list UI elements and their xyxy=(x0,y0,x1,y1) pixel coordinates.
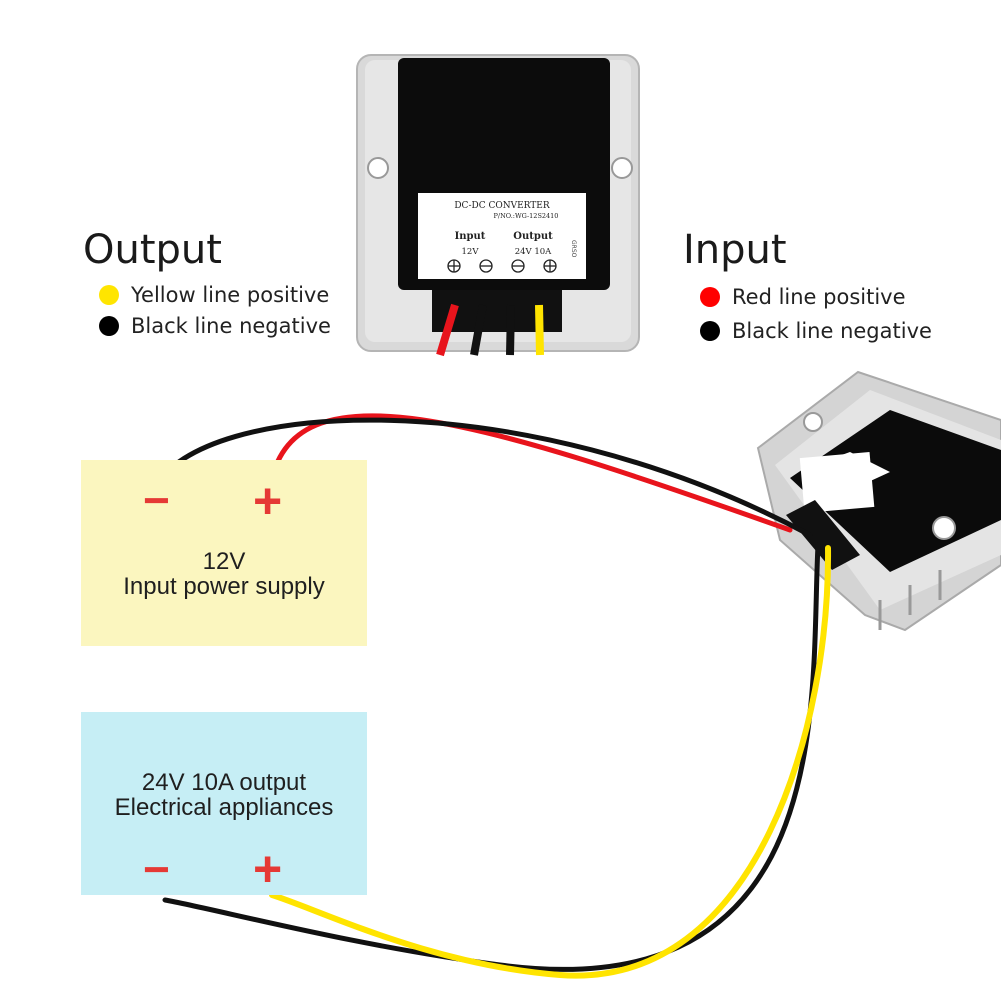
output-legend-label: Yellow line positive xyxy=(131,283,330,307)
red-dot-icon xyxy=(700,287,720,307)
label-input: Input xyxy=(455,231,486,242)
input-legend-item: Red line positive xyxy=(700,285,906,309)
input-legend-label: Red line positive xyxy=(732,285,906,309)
label-title: DC-DC CONVERTER xyxy=(454,201,550,211)
wires xyxy=(152,413,832,979)
label-output: Output xyxy=(513,231,553,242)
label-input-voltage: 12V xyxy=(462,247,480,257)
converter-label-sticker xyxy=(418,193,586,279)
yellow-dot-icon xyxy=(99,285,119,305)
right-connector xyxy=(786,500,860,570)
label-side-code: GRSO xyxy=(570,240,577,258)
top-converter: DC-DC CONVERTER P/NO.:WG-12S2410 Input 1… xyxy=(356,54,640,357)
input-supply-box: − + 12V Input power supply xyxy=(81,460,367,646)
output-appliances-box: 24V 10A output Electrical appliances − + xyxy=(81,712,367,897)
input-box-line1: 12V xyxy=(202,548,246,575)
input-legend-item: Black line negative xyxy=(700,319,932,343)
wire-black-input-negative xyxy=(152,417,813,538)
output-negative-sign: − xyxy=(143,843,170,895)
black-dot-icon xyxy=(700,321,720,341)
output-positive-sign: + xyxy=(253,841,283,897)
output-heading: Output xyxy=(83,227,222,273)
input-heading: Input xyxy=(683,227,787,273)
output-legend-item: Yellow line positive xyxy=(99,283,329,307)
output-box-line2: Electrical appliances xyxy=(114,794,334,821)
output-legend-label: Black line negative xyxy=(131,314,331,338)
output-legend-item: Black line negative xyxy=(99,314,331,338)
label-output-rating: 24V 10A xyxy=(515,247,552,257)
input-positive-sign: + xyxy=(253,473,283,529)
mount-hole-left xyxy=(367,157,389,179)
wire-yellow-output-positive xyxy=(269,545,832,979)
right-converter xyxy=(756,370,1001,632)
label-part-no: P/NO.:WG-12S2410 xyxy=(494,212,559,220)
mount-hole-right xyxy=(611,157,633,179)
terminal-symbols xyxy=(447,259,557,273)
output-box-line1: 24V 10A output xyxy=(141,769,307,796)
input-box-line2: Input power supply xyxy=(123,573,325,600)
input-legend-label: Black line negative xyxy=(732,319,932,343)
input-negative-sign: − xyxy=(143,474,170,526)
black-dot-icon xyxy=(99,316,119,336)
